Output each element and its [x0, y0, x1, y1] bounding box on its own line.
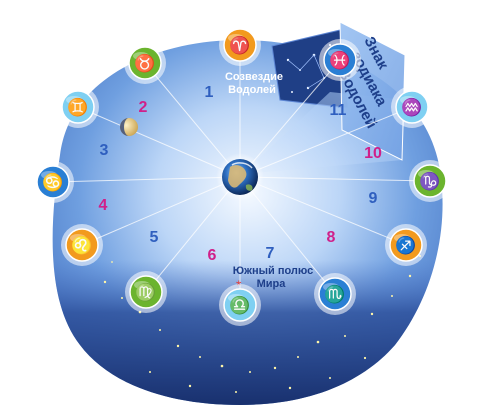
house-number-8: 8	[327, 229, 336, 246]
house-division-line	[239, 176, 407, 246]
leo-sign-icon: ♌	[61, 224, 103, 266]
svg-text:♉: ♉	[134, 53, 155, 73]
svg-text:♎: ♎	[229, 295, 250, 315]
aquarius-sign-icon: ♒	[391, 86, 433, 128]
virgo-sign-icon: ♍	[125, 271, 167, 313]
svg-text:♊: ♊	[67, 97, 88, 117]
house-division-line	[81, 176, 241, 246]
sagittarius-sign-icon: ♐	[385, 224, 427, 266]
scorpio-sign-icon: ♏	[314, 273, 356, 315]
svg-text:♒: ♒	[401, 97, 422, 117]
house-number-4: 4	[99, 197, 108, 214]
house-number-6: 6	[208, 247, 217, 264]
constellation-caption: Созвездие Водолей	[225, 71, 283, 96]
house-division-line	[239, 59, 341, 178]
gemini-sign-icon: ♊	[57, 86, 99, 128]
house-division-line	[144, 62, 241, 178]
south-pole-caption-line2: Мира	[257, 278, 287, 290]
svg-text:♓: ♓	[329, 50, 350, 70]
aries-sign-icon: ♈	[219, 24, 261, 66]
svg-text:♍: ♍	[135, 282, 156, 302]
house-division-line	[52, 176, 241, 183]
house-number-10: 10	[364, 145, 382, 162]
house-number-11: 11	[330, 102, 347, 119]
capricorn-sign-icon: ♑	[409, 160, 451, 202]
svg-text:♋: ♋	[42, 172, 63, 192]
house-division-line	[239, 176, 336, 295]
house-division-line	[77, 106, 241, 178]
pisces-sign-icon: ♓	[319, 39, 361, 81]
house-numbers: 1 2 3 4 5 6 7 8 9 10 11	[99, 84, 382, 264]
svg-text:♏: ♏	[324, 284, 345, 304]
taurus-sign-icon: ♉	[124, 42, 166, 84]
svg-text:♌: ♌	[71, 235, 92, 255]
house-number-3: 3	[100, 142, 109, 159]
house-number-5: 5	[150, 229, 159, 246]
moon	[120, 118, 138, 136]
svg-text:♈: ♈	[229, 35, 250, 55]
house-number-2: 2	[139, 99, 148, 116]
libra-sign-icon: ♎	[219, 284, 261, 326]
constellation-caption-line2: Водолей	[228, 84, 276, 96]
house-number-7: 7	[266, 245, 275, 262]
cancer-sign-icon: ♋	[32, 161, 74, 203]
earth	[216, 153, 264, 201]
house-division-line	[239, 176, 431, 182]
house-number-1: 1	[205, 84, 214, 101]
svg-text:♐: ♐	[395, 235, 416, 255]
zodiac-sign-badges: ♈ ♉ ♊ ♋ ♌ ♍ ♎ ♏ ♐ ♑ ♒ ♓	[32, 24, 451, 326]
house-number-9: 9	[369, 190, 378, 207]
constellation-caption-line1: Созвездие	[225, 71, 283, 83]
south-pole-caption-line1: Южный полюс	[233, 265, 314, 277]
night-horizon	[52, 260, 443, 405]
svg-text:♑: ♑	[419, 171, 440, 191]
house-division-line	[239, 106, 413, 178]
south-pole-caption: Южный полюс Мира	[233, 265, 314, 290]
house-division-line	[145, 176, 241, 293]
